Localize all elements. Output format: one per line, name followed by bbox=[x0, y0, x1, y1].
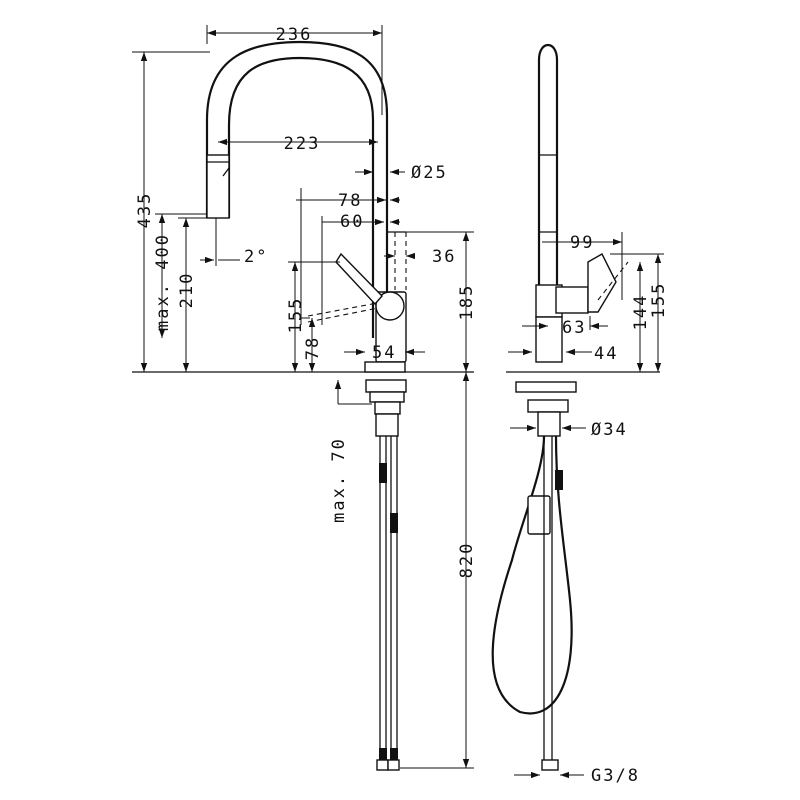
label-236: 236 bbox=[276, 25, 313, 45]
front-view bbox=[132, 25, 474, 771]
side-lever-hub bbox=[555, 286, 589, 314]
label-diameter-25: Ø25 bbox=[411, 163, 448, 183]
side-lever bbox=[587, 253, 617, 313]
side-view bbox=[491, 43, 664, 779]
label-144: 144 bbox=[631, 294, 651, 331]
supply-hose-right bbox=[390, 436, 398, 765]
pull-out-hose bbox=[491, 435, 573, 715]
side-base-flange bbox=[515, 381, 577, 393]
label-54: 54 bbox=[372, 343, 396, 363]
base-flange bbox=[364, 361, 406, 373]
label-223: 223 bbox=[284, 134, 321, 154]
label-44: 44 bbox=[594, 344, 618, 364]
lever-pivot bbox=[375, 291, 405, 321]
label-435: 435 bbox=[135, 192, 155, 229]
label-820: 820 bbox=[457, 542, 477, 579]
spout-outer-outline bbox=[205, 40, 389, 338]
lever-handle bbox=[335, 252, 383, 306]
label-78-top: 78 bbox=[338, 191, 362, 211]
shank bbox=[375, 413, 399, 437]
label-210: 210 bbox=[177, 272, 197, 309]
label-2-degrees: 2° bbox=[244, 247, 268, 267]
label-36: 36 bbox=[432, 247, 456, 267]
dimension-labels: 236 223 Ø25 78 60 36 54 2° 435 max. 400 … bbox=[135, 25, 669, 786]
label-diameter-34: Ø34 bbox=[591, 420, 628, 440]
label-99: 99 bbox=[570, 233, 594, 253]
label-max-70: max. 70 bbox=[329, 437, 349, 523]
label-155-side: 155 bbox=[649, 282, 669, 319]
lever-open-position bbox=[307, 307, 379, 323]
label-max-400: max. 400 bbox=[153, 233, 173, 331]
spray-head bbox=[206, 154, 230, 219]
label-78-bottom: 78 bbox=[303, 336, 323, 360]
supply-hose-left bbox=[379, 436, 387, 765]
spout-inner-outline bbox=[227, 56, 375, 338]
label-60: 60 bbox=[340, 212, 364, 232]
label-g38: G3/8 bbox=[591, 766, 640, 786]
label-185: 185 bbox=[457, 284, 477, 321]
side-spout-outline bbox=[537, 43, 559, 342]
label-63: 63 bbox=[562, 318, 586, 338]
mounting-nut bbox=[365, 379, 407, 393]
hose-weight bbox=[527, 495, 551, 535]
label-155-front: 155 bbox=[286, 297, 306, 334]
